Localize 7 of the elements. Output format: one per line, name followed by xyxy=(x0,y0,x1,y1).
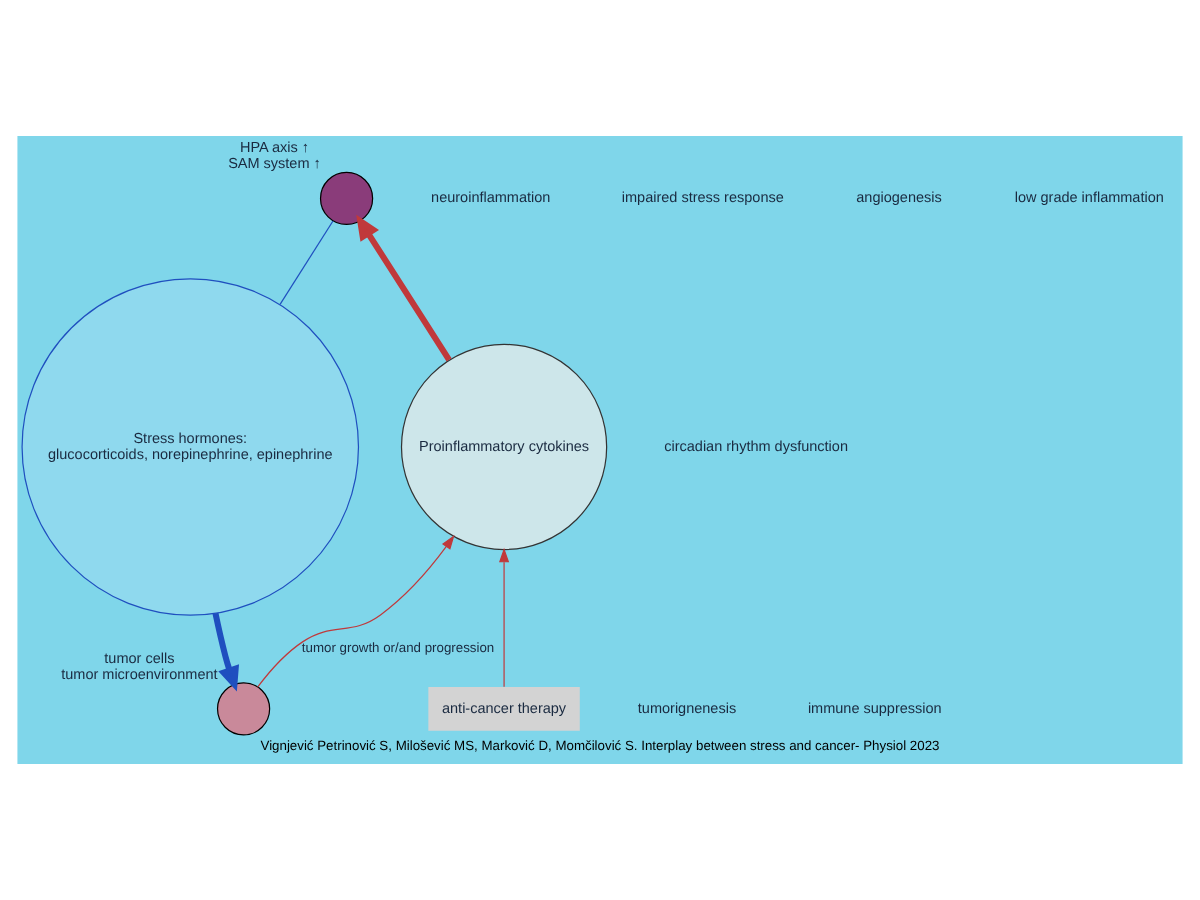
arrow xyxy=(499,547,510,688)
arrow xyxy=(212,612,240,692)
arrow xyxy=(356,214,452,362)
arrow xyxy=(257,535,455,688)
connector xyxy=(279,220,334,305)
node-circle xyxy=(216,682,271,736)
node-circle xyxy=(319,171,374,226)
